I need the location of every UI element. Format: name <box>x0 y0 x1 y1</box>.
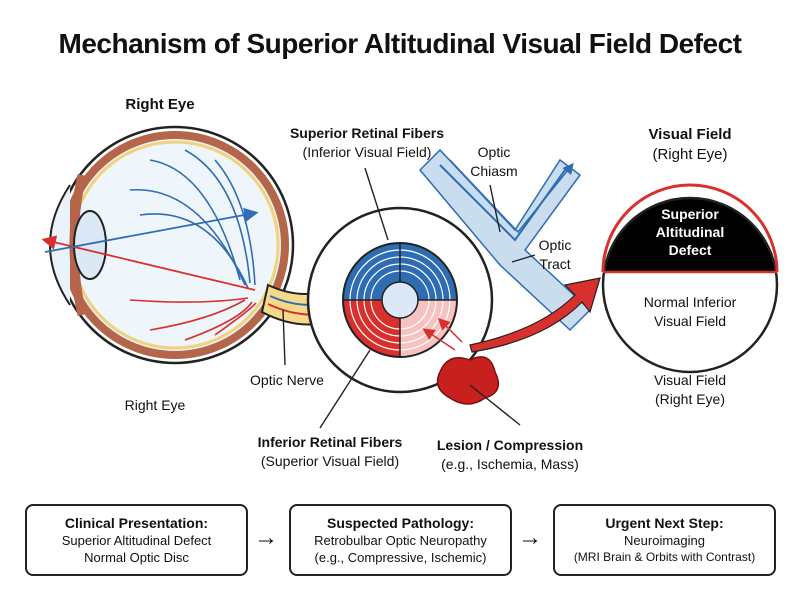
lesion-title: Lesion / Compression <box>436 437 584 453</box>
superior-fibers-in-eye <box>129 149 256 289</box>
visual-field-title: Visual Field <box>648 126 732 143</box>
right-eye-top-label: Right Eye <box>125 96 195 113</box>
compression-arrows <box>422 317 463 351</box>
suspected-pathology-box: Suspected Pathology: Retrobulbar Optic N… <box>289 504 512 576</box>
lesion-blob <box>436 356 500 405</box>
superior-fibers-sub: (Inferior Visual Field) <box>302 144 432 160</box>
inferior-fibers-in-eye <box>129 297 257 341</box>
clinical-presentation-box: Clinical Presentation: Superior Altitudi… <box>25 504 248 576</box>
diagram-title: Mechanism of Superior Altitudinal Visual… <box>58 28 742 59</box>
optic-chiasm-label-1: Optic <box>477 144 511 160</box>
suspected-pathology-line2: (e.g., Compressive, Ischemic) <box>314 550 487 565</box>
next-step-heading: Urgent Next Step: <box>605 515 724 531</box>
clinical-presentation-heading: Clinical Presentation: <box>64 515 209 531</box>
normal-field-label-2: Visual Field <box>653 313 727 329</box>
next-step-box: Urgent Next Step: Neuroimaging (MRI Brai… <box>553 504 776 576</box>
inferior-fibers-sub: (Superior Visual Field) <box>260 453 400 469</box>
optic-tract-label-2: Tract <box>539 256 571 272</box>
next-step-line1: Neuroimaging <box>624 533 705 548</box>
blue-ray <box>44 207 259 253</box>
leader-lines <box>282 167 536 429</box>
defect-label-1: Superior <box>661 206 719 222</box>
flow-arrow-2: → <box>518 524 542 551</box>
normal-field-label-1: Normal Inferior <box>643 294 737 310</box>
defect-label-3: Defect <box>668 242 712 258</box>
optic-chiasm <box>418 148 592 332</box>
defect-label-2: Altitudinal <box>655 224 725 240</box>
inferior-fibers-title: Inferior Retinal Fibers <box>257 434 403 450</box>
superior-fibers-title: Superior Retinal Fibers <box>289 125 445 141</box>
flow-arrow-1: → <box>254 524 278 551</box>
suspected-pathology-heading: Suspected Pathology: <box>326 515 475 531</box>
red-ray <box>41 235 256 291</box>
next-step-line2: (MRI Brain & Orbits with Contrast) <box>573 550 756 564</box>
lesion-sub: (e.g., Ischemia, Mass) <box>441 456 579 472</box>
projection-arrow <box>469 277 601 353</box>
vf-bottom-label-2: (Right Eye) <box>654 391 726 407</box>
right-eye-bottom-label: Right Eye <box>124 397 186 413</box>
clinical-presentation-line1: Superior Altitudinal Defect <box>61 533 212 548</box>
optic-tract-label-1: Optic <box>538 237 572 253</box>
optic-nerve-label: Optic Nerve <box>250 372 324 388</box>
vf-bottom-label-1: Visual Field <box>653 372 727 388</box>
visual-field-sub: (Right Eye) <box>652 146 728 163</box>
optic-chiasm-label-2: Chiasm <box>470 163 518 179</box>
clinical-presentation-line2: Normal Optic Disc <box>84 550 189 565</box>
suspected-pathology-line1: Retrobulbar Optic Neuropathy <box>314 533 487 548</box>
